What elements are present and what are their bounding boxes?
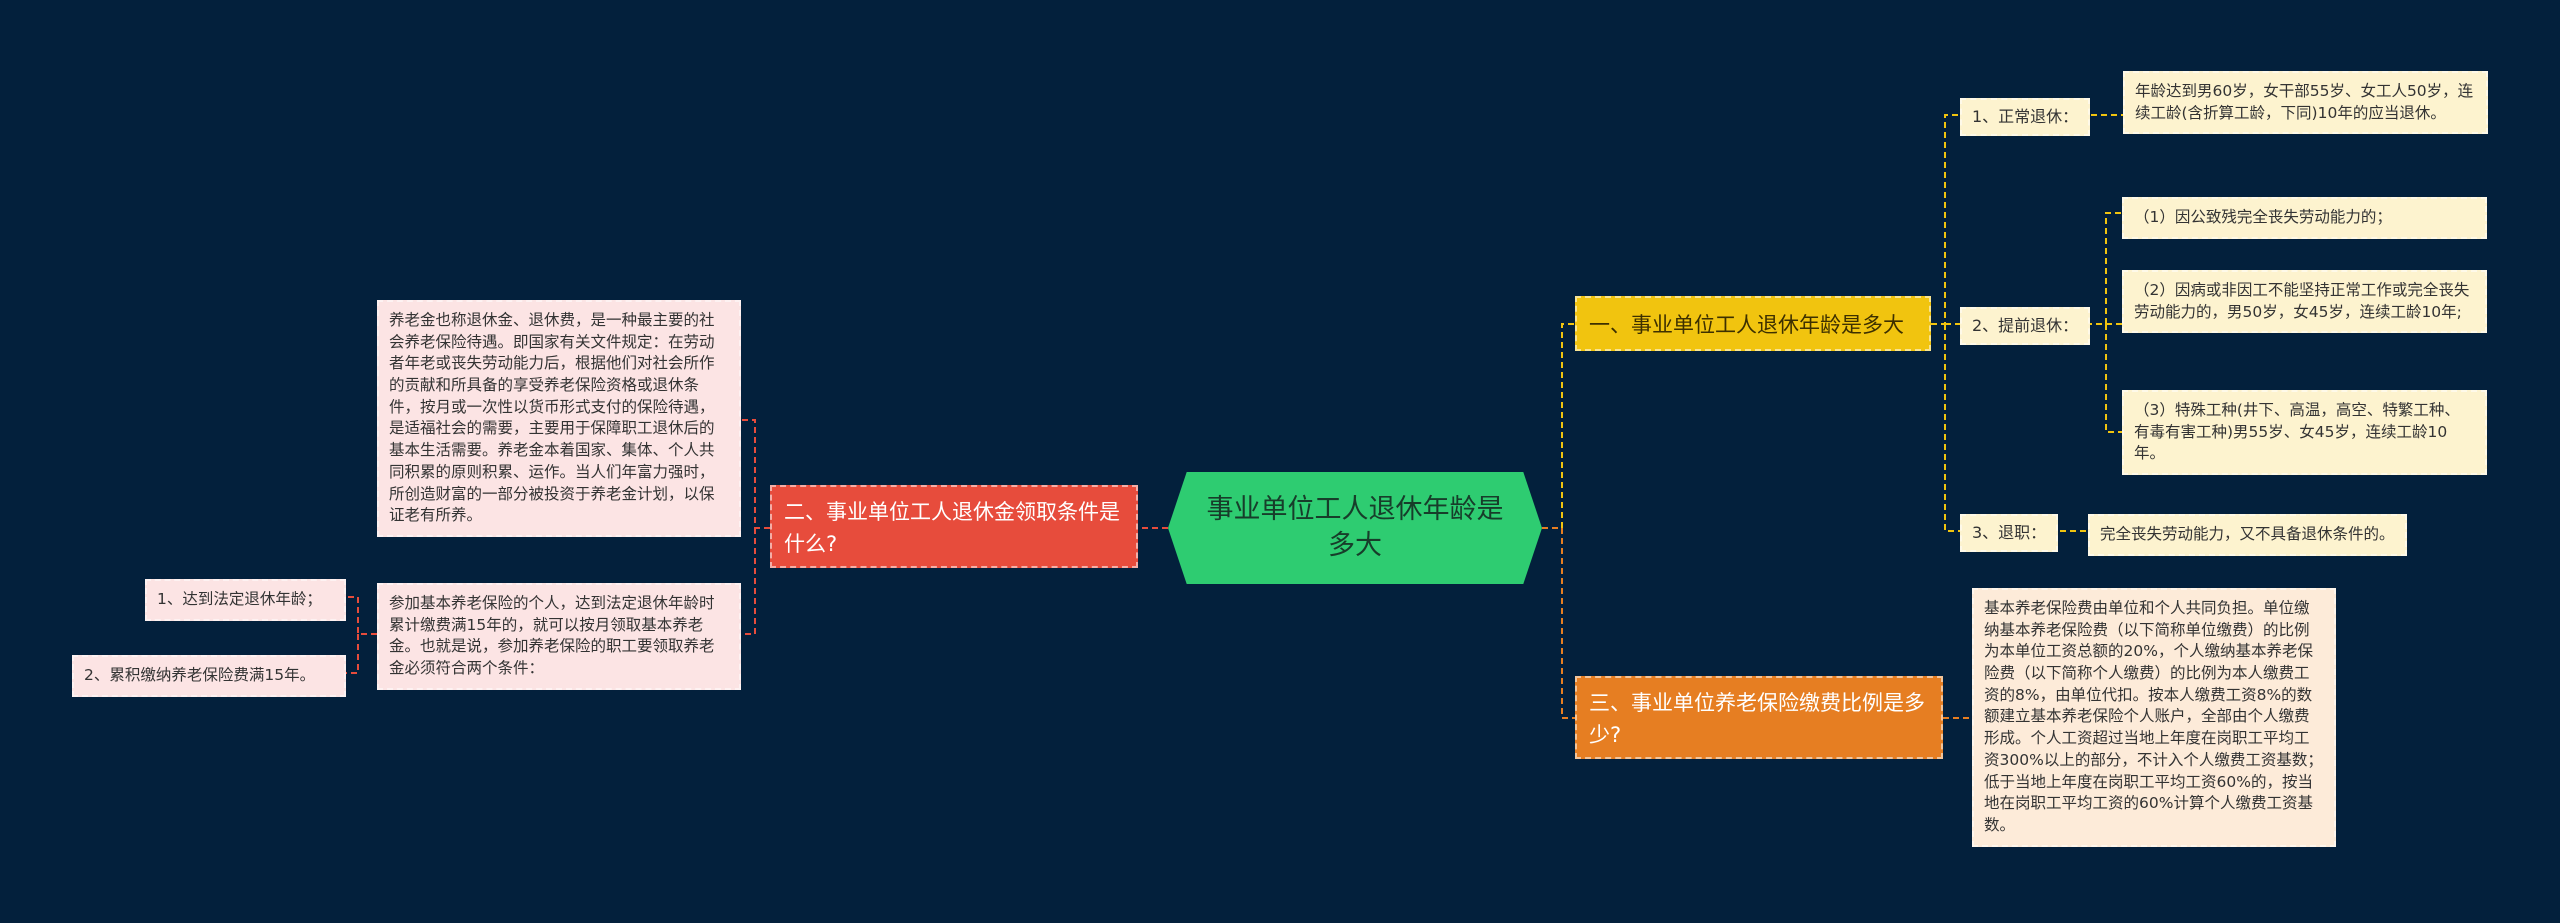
label-normal-retirement[interactable]: 1、正常退休： bbox=[1960, 98, 2091, 136]
detail-resignation[interactable]: 完全丧失劳动能力，又不具备退休条件的。 bbox=[2088, 514, 2407, 556]
condition-retirement-age[interactable]: 1、达到法定退休年龄； bbox=[145, 579, 346, 621]
detail-pension-intro-text: 养老金也称退休金、退休费，是一种最主要的社会养老保险待遇。即国家有关文件规定：在… bbox=[389, 311, 715, 525]
link-root-b3 bbox=[1542, 527, 1575, 719]
detail-early-retirement-2[interactable]: （2）因病或非因工不能坚持正常工作或完全丧失劳动能力的，男50岁，女45岁，连续… bbox=[2122, 270, 2487, 334]
label-resignation[interactable]: 3、退职： bbox=[1960, 514, 2059, 552]
condition-retirement-age-text: 1、达到法定退休年龄； bbox=[157, 590, 322, 608]
detail-pension-intro[interactable]: 养老金也称退休金、退休费，是一种最主要的社会养老保险待遇。即国家有关文件规定：在… bbox=[377, 300, 741, 537]
condition-contribution-years-text: 2、累积缴纳养老保险费满15年。 bbox=[84, 666, 316, 684]
detail-early-retirement-1[interactable]: （1）因公致残完全丧失劳动能力的； bbox=[2122, 197, 2487, 239]
link-b2-texts bbox=[741, 419, 770, 635]
branch-pension-conditions-title: 二、事业单位工人退休金领取条件是什么? bbox=[784, 500, 1120, 556]
label-early-retirement[interactable]: 2、提前退休： bbox=[1960, 307, 2091, 345]
detail-contribution-rate[interactable]: 基本养老保险费由单位和个人共同负担。单位缴纳基本养老保险费（以下简称单位缴费）的… bbox=[1972, 588, 2336, 847]
detail-resignation-text: 完全丧失劳动能力，又不具备退休条件的。 bbox=[2100, 525, 2395, 543]
label-resignation-text: 3、退职： bbox=[1972, 523, 2047, 542]
link-l2-ds bbox=[2076, 212, 2122, 433]
label-normal-retirement-text: 1、正常退休： bbox=[1972, 107, 2079, 126]
detail-contribution-rate-text: 基本养老保险费由单位和个人共同负担。单位缴纳基本养老保险费（以下简称单位缴费）的… bbox=[1984, 599, 2323, 834]
detail-early-retirement-3[interactable]: （3）特殊工种(井下、高温，高空、特繁工种、有毒有害工种)男55岁、女45岁，连… bbox=[2122, 390, 2487, 476]
detail-normal-retirement-text: 年龄达到男60岁，女干部55岁、女工人50岁，连续工龄(含折算工龄，下同)10年… bbox=[2135, 82, 2474, 122]
branch-retirement-age[interactable]: 一、事业单位工人退休年龄是多大 bbox=[1575, 296, 1931, 351]
detail-pension-condition-text: 参加基本养老保险的个人，达到法定退休年龄时累计缴费满15年的，就可以按月领取基本… bbox=[389, 594, 715, 678]
label-early-retirement-text: 2、提前退休： bbox=[1972, 316, 2079, 335]
detail-pension-condition[interactable]: 参加基本养老保险的个人，达到法定退休年龄时累计缴费满15年的，就可以按月领取基本… bbox=[377, 583, 741, 690]
branch-contribution-rate-title: 三、事业单位养老保险缴费比例是多少? bbox=[1589, 691, 1925, 747]
root-topic[interactable]: 事业单位工人退休年龄是多大 bbox=[1168, 472, 1542, 584]
branch-retirement-age-title: 一、事业单位工人退休年龄是多大 bbox=[1589, 313, 1904, 337]
detail-early-retirement-1-text: （1）因公致残完全丧失劳动能力的； bbox=[2134, 208, 2392, 226]
detail-early-retirement-2-text: （2）因病或非因工不能坚持正常工作或完全丧失劳动能力的，男50岁，女45岁，连续… bbox=[2134, 281, 2470, 321]
link-cond-subs bbox=[346, 596, 377, 674]
link-b1-items bbox=[1931, 114, 1960, 532]
detail-early-retirement-3-text: （3）特殊工种(井下、高温，高空、特繁工种、有毒有害工种)男55岁、女45岁，连… bbox=[2134, 401, 2460, 463]
branch-pension-conditions[interactable]: 二、事业单位工人退休金领取条件是什么? bbox=[770, 485, 1138, 568]
branch-contribution-rate[interactable]: 三、事业单位养老保险缴费比例是多少? bbox=[1575, 676, 1943, 759]
condition-contribution-years[interactable]: 2、累积缴纳养老保险费满15年。 bbox=[72, 655, 346, 697]
link-root-b1 bbox=[1542, 323, 1575, 529]
root-topic-text: 事业单位工人退休年龄是多大 bbox=[1206, 493, 1504, 561]
detail-normal-retirement[interactable]: 年龄达到男60岁，女干部55岁、女工人50岁，连续工龄(含折算工龄，下同)10年… bbox=[2123, 71, 2488, 135]
